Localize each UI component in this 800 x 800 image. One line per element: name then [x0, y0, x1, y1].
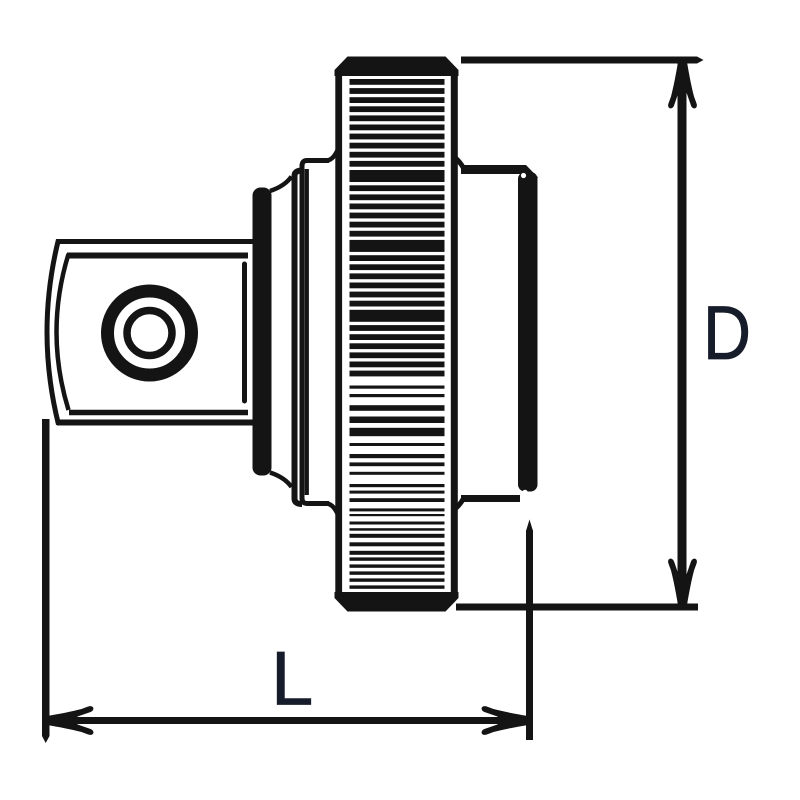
svg-text:D: D — [703, 291, 751, 376]
svg-text:L: L — [271, 637, 313, 722]
